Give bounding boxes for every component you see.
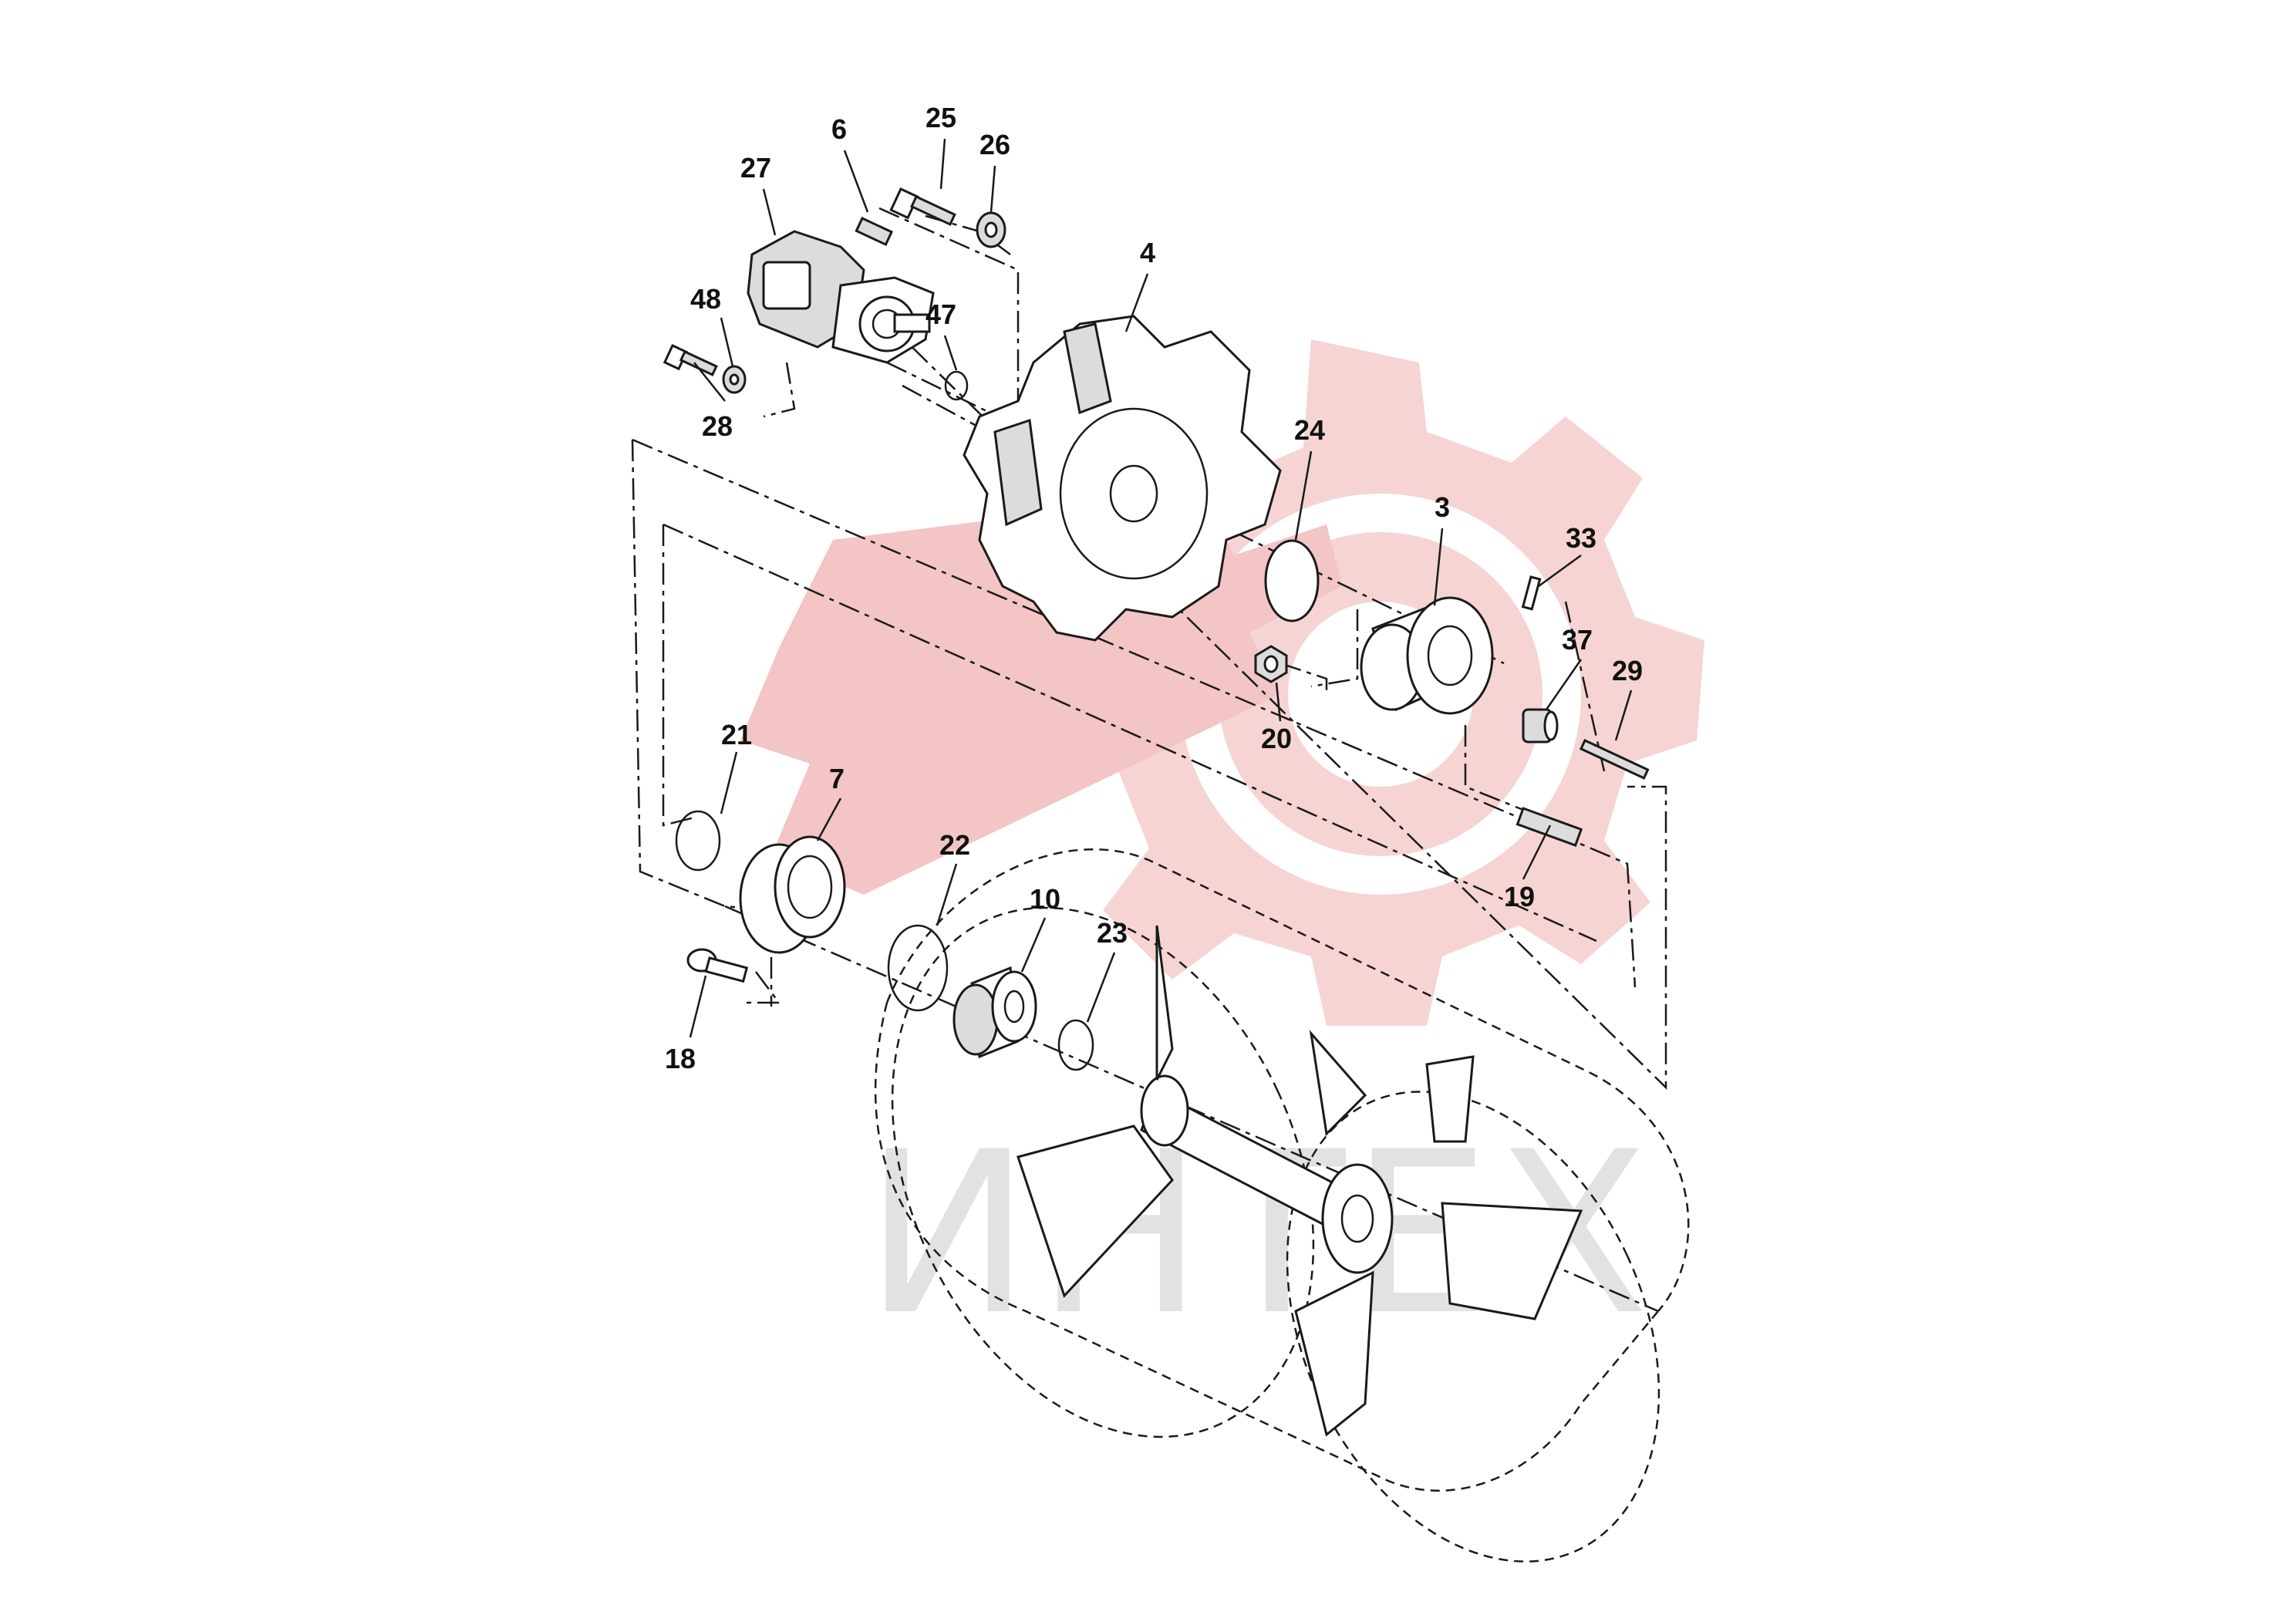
callout-19: 19 xyxy=(1504,881,1535,912)
callout-37: 37 xyxy=(1562,624,1593,656)
callout-29: 29 xyxy=(1612,655,1643,686)
callout-20: 20 xyxy=(1261,723,1292,754)
bearing-housing xyxy=(1360,596,1494,715)
hydraulic-motor xyxy=(747,230,935,364)
fan-drum xyxy=(874,848,1690,1563)
callout-21: 21 xyxy=(721,719,752,750)
callout-18: 18 xyxy=(665,1043,696,1074)
callout-27: 27 xyxy=(740,152,771,184)
leader-lines xyxy=(689,138,1633,1038)
callout-23: 23 xyxy=(1097,917,1128,949)
callout-26: 26 xyxy=(979,129,1010,160)
callout-25: 25 xyxy=(925,102,956,133)
callout-4: 4 xyxy=(1140,237,1155,268)
callout-7: 7 xyxy=(829,763,845,794)
callout-28: 28 xyxy=(702,410,733,442)
gasket xyxy=(1264,539,1320,622)
callout-48: 48 xyxy=(690,283,721,315)
callout-6: 6 xyxy=(831,113,847,145)
callout-47: 47 xyxy=(925,298,956,330)
callout-10: 10 xyxy=(1030,883,1060,915)
retaining-ring xyxy=(1057,1019,1094,1071)
assembly-lines xyxy=(631,207,1667,1313)
callout-33: 33 xyxy=(1566,522,1596,554)
callout-3: 3 xyxy=(1435,491,1450,523)
callout-labels: 27 6 25 26 4 48 47 28 24 3 33 37 29 20 2… xyxy=(665,102,1643,1074)
o-ring-21 xyxy=(675,810,721,872)
bearing xyxy=(952,966,1037,1059)
flange xyxy=(739,835,846,954)
fan-rotor xyxy=(1017,925,1583,1437)
o-ring-22 xyxy=(887,924,949,1012)
small-hardware xyxy=(663,187,1650,983)
callout-24: 24 xyxy=(1294,414,1325,446)
star-plate xyxy=(963,315,1282,642)
callout-22: 22 xyxy=(939,829,970,861)
